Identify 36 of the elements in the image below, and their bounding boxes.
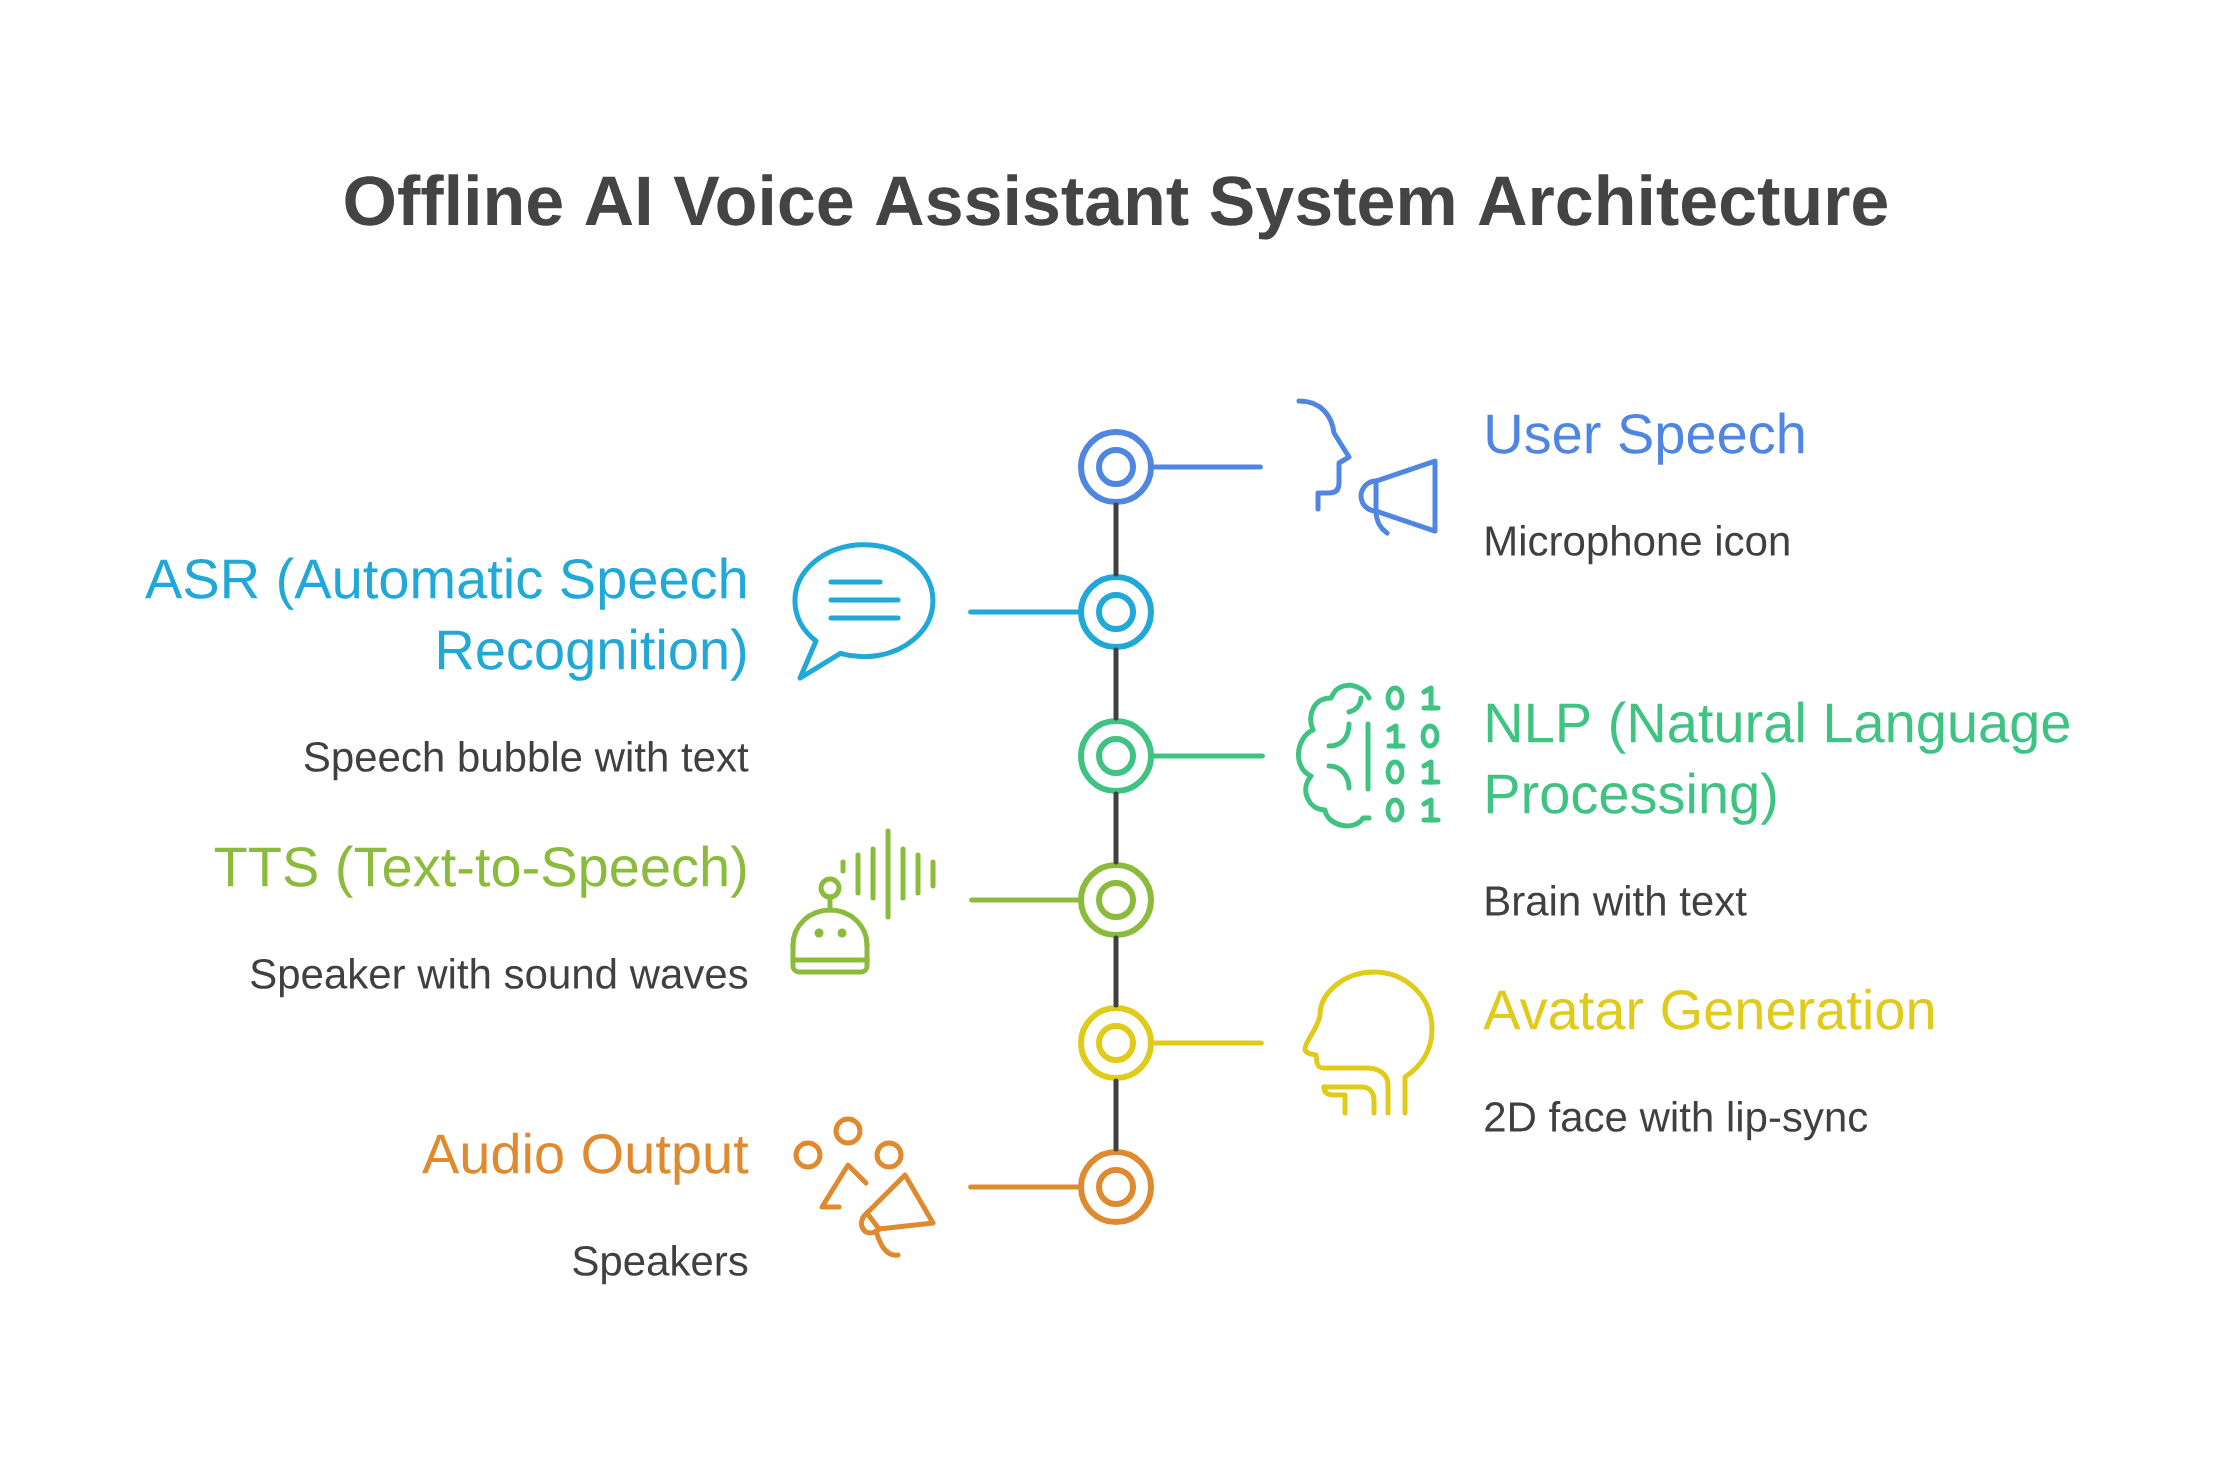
timeline-circle <box>1078 574 1154 650</box>
timeline-circle <box>1078 718 1154 794</box>
title: Offline AI Voice Assistant System Architecture <box>345 174 1887 240</box>
timeline-circle <box>1078 429 1154 505</box>
step-description: Speech bubble with text <box>304 740 749 781</box>
connector-line <box>969 897 1081 903</box>
timeline-line <box>1113 502 1119 577</box>
connector-line <box>968 609 1081 615</box>
step-heading: NLP (Natural Language Processing) <box>1487 701 2069 825</box>
brain-binary-icon <box>1296 682 1441 829</box>
connector-line <box>1151 1040 1264 1046</box>
step-heading: ASR (Automatic Speech Recognition) <box>145 557 746 681</box>
connector-line <box>968 1184 1081 1190</box>
step-description: Speaker with sound waves <box>251 957 748 998</box>
timeline-line <box>1113 647 1119 721</box>
step-description: Brain with text <box>1486 884 1747 916</box>
connector-line <box>1151 753 1265 759</box>
timeline-line <box>1113 935 1119 1008</box>
head-profile-icon <box>1302 969 1435 1116</box>
timeline-circle <box>1078 862 1154 938</box>
connector-line <box>1151 464 1263 470</box>
speech-bubble-icon <box>792 542 936 681</box>
timeline-circle <box>1078 1149 1154 1225</box>
step-heading: Avatar Generation <box>1483 988 1933 1030</box>
timeline-line <box>1113 1078 1119 1152</box>
step-description: Speakers <box>573 1244 748 1285</box>
step-heading: User Speech <box>1487 412 1804 465</box>
step-description: Microphone icon <box>1486 524 1789 565</box>
timeline-circle <box>1078 1005 1154 1081</box>
step-description: 2D face with lip-sync <box>1485 1100 1868 1141</box>
megaphone-people-icon <box>793 1116 936 1258</box>
step-heading: Audio Output <box>422 1132 749 1185</box>
timeline-line <box>1113 791 1119 865</box>
speaking-head-icon <box>1296 398 1438 536</box>
step-heading: TTS (Text-to-Speech) <box>214 845 746 898</box>
robot-sound-wave-icon <box>790 828 936 975</box>
